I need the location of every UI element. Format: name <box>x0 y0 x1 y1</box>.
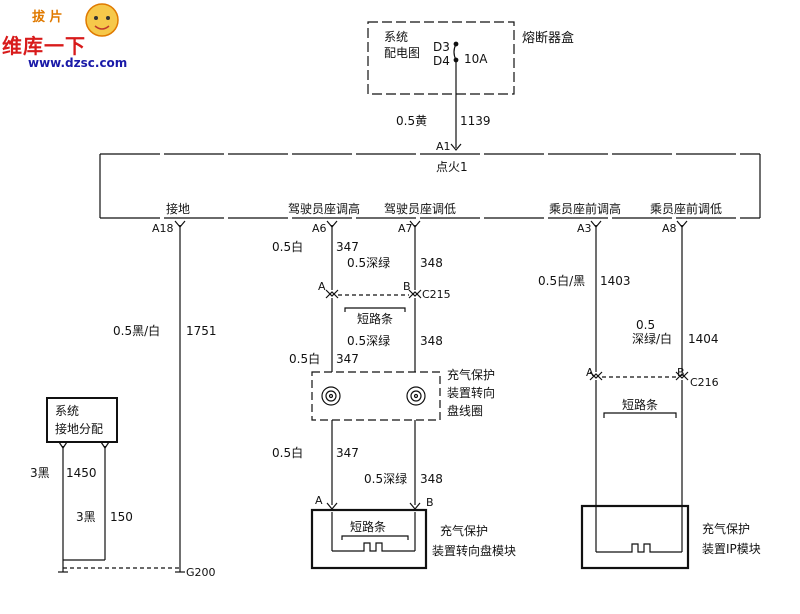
wire-347-size-1: 0.5白 <box>272 240 304 254</box>
wire-348-number-1: 348 <box>420 256 443 270</box>
shorting-bar-1 <box>344 307 406 312</box>
pin-a8: A8 <box>662 222 677 235</box>
fuse-box-title: 熔断器盒 <box>522 31 575 46</box>
wire-1139-size: 0.5黄 <box>396 114 428 128</box>
shorting-bar-contact-2 <box>596 543 682 553</box>
wire-348-number-3: 348 <box>420 472 443 486</box>
wire-1403-size: 0.5白/黑 <box>538 274 586 288</box>
c215-pin-b: B <box>403 280 411 293</box>
clockspring-box <box>311 371 441 421</box>
pin-a7: A7 <box>398 222 413 235</box>
connector-c216: C216 <box>690 376 719 389</box>
connector-c215: C215 <box>422 288 451 301</box>
wire-347-number-1: 347 <box>336 240 359 254</box>
watermark-brand: 维库一下 <box>2 34 86 58</box>
harness-pass-up: 乘员座前调高 <box>549 202 622 216</box>
pin-a6: A6 <box>312 222 327 235</box>
harness-ground: 接地 <box>166 202 191 216</box>
pin-a3: A3 <box>577 222 592 235</box>
fuse-box-outline <box>367 21 515 95</box>
wire-1404-number: 1404 <box>688 332 719 346</box>
wire-1751-size: 0.5黑/白 <box>113 324 161 338</box>
shorting-bar-1-label: 短路条 <box>357 312 394 326</box>
wire-348-number-2: 348 <box>420 334 443 348</box>
steering-module-line1: 充气保护 <box>440 524 489 538</box>
shorting-bar-2 <box>341 535 409 540</box>
wire-347-size-2: 0.5白 <box>289 352 321 366</box>
c216-pin-b: B <box>677 366 685 379</box>
wire-348-size-1: 0.5深绿 <box>347 256 391 270</box>
ground-dist-box <box>46 397 118 443</box>
ground-dist-line1: 系统 <box>55 404 80 418</box>
wire-1139-number: 1139 <box>460 114 491 128</box>
wire-1404-size-1: 0.5 <box>636 318 656 332</box>
wire-1450-size: 3黑 <box>30 466 50 480</box>
wire-150-size: 3黑 <box>76 510 96 524</box>
wire-347-number-3: 347 <box>336 446 359 460</box>
shorting-bar-contact-1 <box>332 542 415 552</box>
ground-dist-line2: 接地分配 <box>55 422 104 436</box>
ip-module-line2: 装置IP模块 <box>702 542 761 556</box>
harness-driver-up: 驾驶员座调高 <box>288 202 361 216</box>
fuse-d3: D3 <box>433 40 450 54</box>
wire-348-size-3: 0.5深绿 <box>364 472 408 486</box>
clockspring-line2: 装置转向 <box>447 386 496 400</box>
shorting-bar-3 <box>603 412 677 418</box>
fuse-symbol <box>453 43 457 61</box>
shorting-bar-3-label: 短路条 <box>622 398 659 412</box>
clockspring-line1: 充气保护 <box>447 368 496 382</box>
pin-a18: A18 <box>152 222 174 235</box>
c215-pin-a: A <box>318 280 326 293</box>
clockspring-line3: 盘线圈 <box>447 404 484 418</box>
fuse-rating: 10A <box>464 52 488 66</box>
module-pin-b: B <box>426 496 434 509</box>
fuse-d4: D4 <box>433 54 450 68</box>
fuse-box-line1: 系统 <box>384 30 409 44</box>
wire-1450-number: 1450 <box>66 466 97 480</box>
wire-150-number: 150 <box>110 510 133 524</box>
wire-348-size-2: 0.5深绿 <box>347 334 391 348</box>
ignition-label: 点火1 <box>436 160 468 174</box>
ground-point-g200: G200 <box>186 566 216 579</box>
mascot-logo <box>85 3 119 37</box>
steering-module-line2: 装置转向盘模块 <box>432 544 517 558</box>
c216-pin-a: A <box>586 366 594 379</box>
wire-347-size-3: 0.5白 <box>272 446 304 460</box>
ip-module-box <box>580 504 690 570</box>
fuse-box-line2: 配电图 <box>384 46 421 60</box>
wire-347-number-2: 347 <box>336 352 359 366</box>
wire-1404-size-2: 深绿/白 <box>632 332 673 346</box>
wire-1751-number: 1751 <box>186 324 217 338</box>
module-pin-a: A <box>315 494 323 507</box>
ip-module-line1: 充气保护 <box>702 522 751 536</box>
pin-a1: A1 <box>436 140 451 153</box>
pin-a1-mark <box>450 143 462 151</box>
watermark-url: www.dzsc.com <box>28 56 128 70</box>
steering-module-box <box>310 508 428 570</box>
wire-1403-number: 1403 <box>600 274 631 288</box>
harness-driver-down: 驾驶员座调低 <box>384 202 457 216</box>
watermark-brand-top: 拔 片 <box>32 10 63 25</box>
harness-pass-down: 乘员座前调低 <box>650 202 723 216</box>
shorting-bar-2-label: 短路条 <box>350 520 387 534</box>
